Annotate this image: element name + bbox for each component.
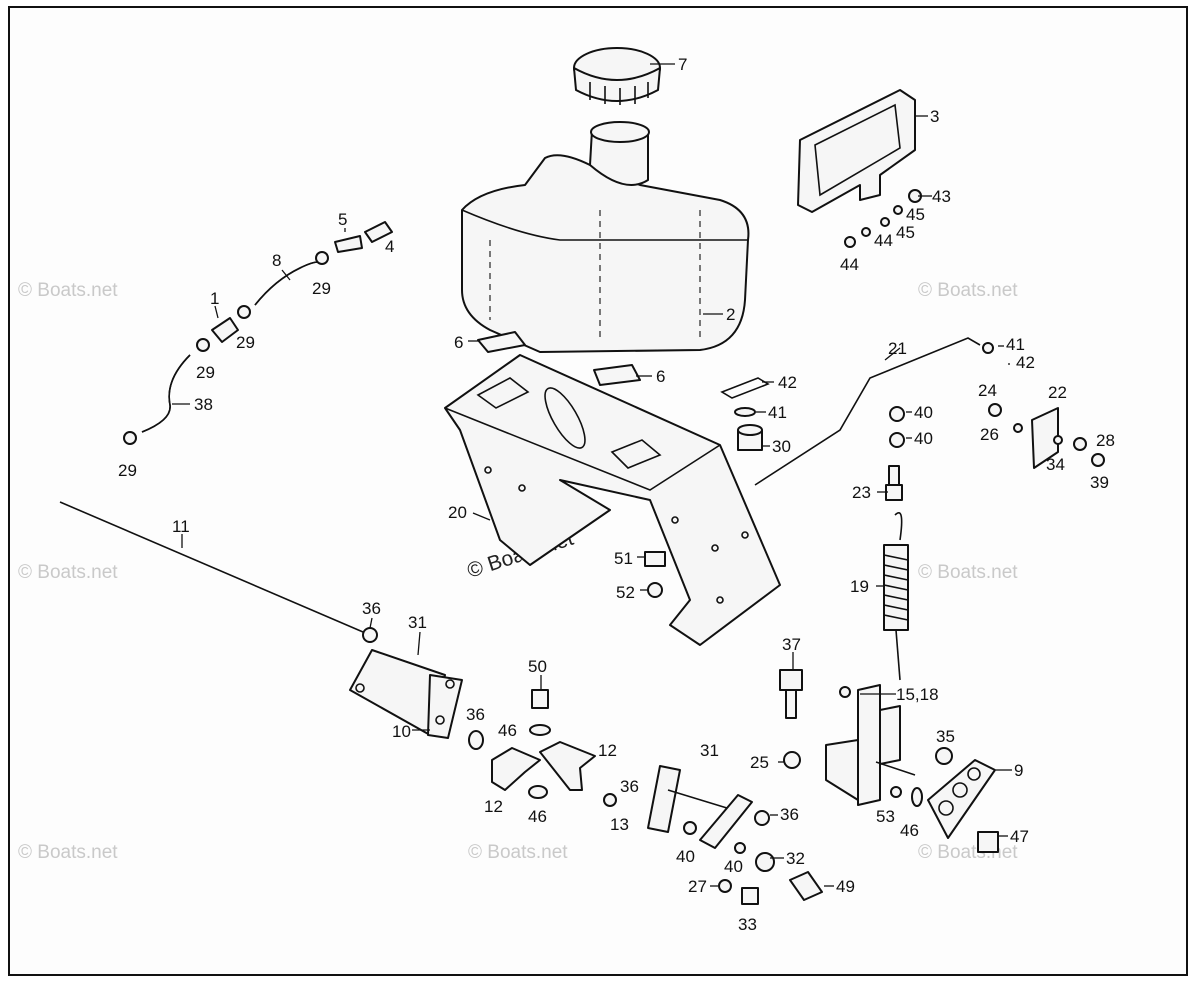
mounting-plate: [825, 684, 999, 853]
callout-7: 7: [678, 55, 687, 74]
bolts: [644, 551, 823, 901]
tank-guard-frame: [797, 89, 916, 213]
watermark: © Boats.net: [18, 280, 118, 301]
callout-44: 44: [840, 255, 859, 274]
return-spring: [883, 512, 909, 681]
callout-15-18: 15,18: [896, 685, 939, 704]
callout-37: 37: [782, 635, 801, 654]
lever-bracket: [349, 627, 463, 739]
callout-41: 41: [1006, 335, 1025, 354]
callout-47: 47: [1010, 827, 1029, 846]
callout-52: 52: [616, 583, 635, 602]
callout-24: 24: [978, 381, 997, 400]
callout-22: 22: [1048, 383, 1067, 402]
callout-labels: 7 3 43 45 45 44 44 2 6 6 5 4 8 29 1 29 2…: [118, 55, 1115, 934]
callout-45: 45: [896, 223, 915, 242]
lever-assembly: [603, 751, 801, 905]
callout-35: 35: [936, 727, 955, 746]
tank-support-bracket: [444, 354, 781, 646]
callout-29: 29: [118, 461, 137, 480]
callout-44: 44: [874, 231, 893, 250]
callout-29: 29: [196, 363, 215, 382]
callout-34: 34: [1046, 455, 1065, 474]
callout-50: 50: [528, 657, 547, 676]
watermark: © Boats.net: [918, 280, 1018, 301]
callout-36: 36: [780, 805, 799, 824]
tank-pad: [477, 331, 526, 353]
linkage-rod: [754, 337, 981, 486]
callout-31: 31: [408, 613, 427, 632]
callout-20: 20: [448, 503, 467, 522]
callout-51: 51: [614, 549, 633, 568]
callout-39: 39: [1090, 473, 1109, 492]
callout-8: 8: [272, 251, 281, 270]
throttle-rod: [59, 501, 371, 636]
callout-40: 40: [914, 429, 933, 448]
fuel-cap: [573, 47, 661, 105]
fuel-tank: [461, 121, 750, 353]
callout-36: 36: [362, 599, 381, 618]
callout-36: 36: [466, 705, 485, 724]
callout-46: 46: [498, 721, 517, 740]
callout-40: 40: [676, 847, 695, 866]
watermark: © Boats.net: [918, 562, 1018, 583]
callout-1: 1: [210, 289, 219, 308]
callout-12: 12: [484, 797, 503, 816]
callout-26: 26: [980, 425, 999, 444]
callout-30: 30: [772, 437, 791, 456]
callout-29: 29: [236, 333, 255, 352]
callout-42: 42: [1016, 353, 1035, 372]
callout-40: 40: [724, 857, 743, 876]
callout-28: 28: [1096, 431, 1115, 450]
callout-25: 25: [750, 753, 769, 772]
watermark: © Boats.net: [18, 562, 118, 583]
leader-lines: [172, 63, 1012, 887]
callout-46: 46: [900, 821, 919, 840]
callout-9: 9: [1014, 761, 1023, 780]
callout-10: 10: [392, 722, 411, 741]
callout-49: 49: [836, 877, 855, 896]
callout-45: 45: [906, 205, 925, 224]
callout-32: 32: [786, 849, 805, 868]
callout-6: 6: [454, 333, 463, 352]
fuel-line: [123, 221, 393, 445]
callout-6: 6: [656, 367, 665, 386]
watermark: © Boats.net: [18, 842, 118, 863]
lever-plate: [468, 689, 596, 799]
clevis-pin: [720, 377, 770, 451]
callout-2: 2: [726, 305, 735, 324]
callout-46: 46: [528, 807, 547, 826]
callout-5: 5: [338, 210, 347, 229]
callout-42: 42: [778, 373, 797, 392]
tank-pad: [593, 364, 641, 386]
callout-21: 21: [888, 339, 907, 358]
callout-31: 31: [700, 741, 719, 760]
callout-13: 13: [610, 815, 629, 834]
small-hardware: [885, 342, 1105, 501]
callout-40: 40: [914, 403, 933, 422]
callout-53: 53: [876, 807, 895, 826]
callout-38: 38: [194, 395, 213, 414]
callout-19: 19: [850, 577, 869, 596]
callout-41: 41: [768, 403, 787, 422]
callout-11: 11: [172, 517, 190, 536]
callout-3: 3: [930, 107, 939, 126]
callout-36: 36: [620, 777, 639, 796]
callout-27: 27: [688, 877, 707, 896]
callout-43: 43: [932, 187, 951, 206]
callout-29: 29: [312, 279, 331, 298]
callout-33: 33: [738, 915, 757, 934]
callout-12: 12: [598, 741, 617, 760]
watermark: © Boats.net: [468, 842, 568, 863]
callout-4: 4: [385, 237, 394, 256]
callout-23: 23: [852, 483, 871, 502]
watermark: © Boats.net: [918, 842, 1018, 863]
